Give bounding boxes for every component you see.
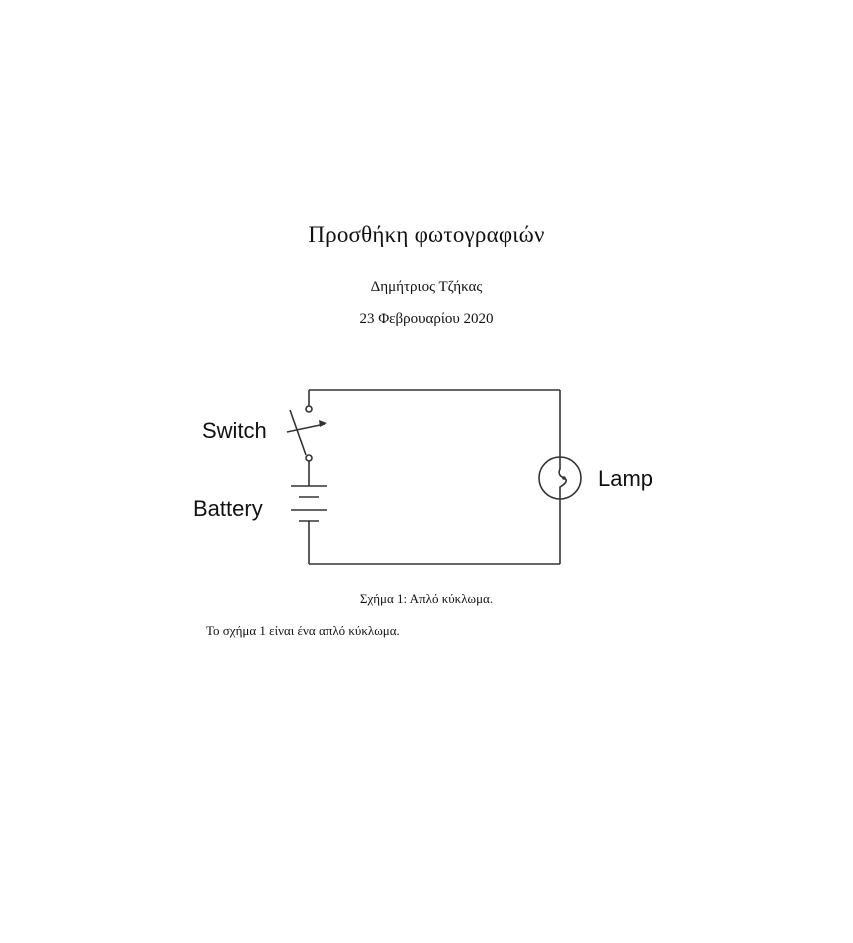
lamp-filament-dot: [562, 476, 566, 480]
document-author: Δημήτριος Τζήκας: [370, 279, 483, 295]
switch-terminal-bottom: [305, 454, 313, 462]
figure-caption: Σχήμα 1: Απλό κύκλωμα.: [359, 591, 494, 606]
circuit-figure: Switch Battery Lamp: [180, 370, 680, 580]
switch-terminal-top: [305, 405, 313, 413]
switch-arrow: [286, 423, 326, 433]
label-switch: Switch: [202, 418, 267, 443]
circuit-diagram: Switch Battery Lamp: [193, 389, 653, 565]
switch-lever: [289, 409, 307, 456]
body-paragraph: Το σχήμα 1 είναι ένα απλό κύκλωμα.: [206, 623, 400, 638]
label-lamp: Lamp: [598, 466, 653, 491]
document-title: Προσθήκη φωτογραφιών: [308, 222, 545, 247]
switch-arrowhead: [319, 420, 327, 427]
document-date: 23 Φεβρουαρίου 2020: [359, 311, 494, 327]
lamp-circle: [538, 456, 582, 500]
label-battery: Battery: [193, 496, 263, 521]
